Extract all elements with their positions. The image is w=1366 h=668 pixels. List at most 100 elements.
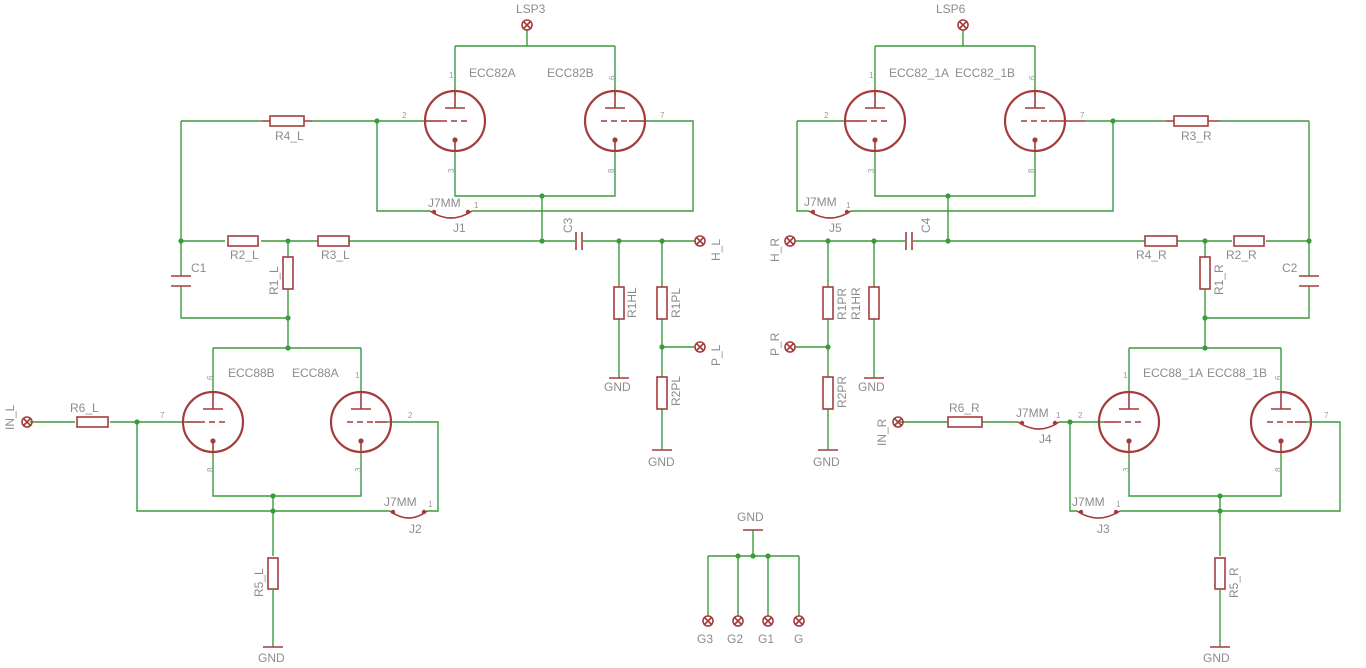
resistor-label-r5-r: R5_R [1227, 567, 1241, 598]
pin-label: 6 [1028, 75, 1037, 80]
connector-g2[interactable] [732, 615, 744, 627]
connector-label-in-l: IN_L [3, 404, 17, 430]
jumper-j3[interactable] [1076, 509, 1121, 519]
connector-g3[interactable] [702, 615, 714, 627]
tube-ecc88-1b[interactable]: 6 7 8 [1249, 375, 1329, 472]
connector-h-l[interactable] [694, 235, 706, 247]
connector-label-lsp6: LSP6 [936, 2, 966, 16]
resistor-r1-l[interactable] [282, 256, 294, 290]
resistor-label-r1pr: R1PR [835, 288, 849, 320]
connector-g[interactable] [793, 615, 805, 627]
pin-label: 1 [869, 71, 874, 80]
resistor-label-r2pr: R2PR [835, 376, 849, 408]
resistor-r2-l[interactable] [227, 235, 259, 247]
resistor-r2pr[interactable] [822, 376, 834, 410]
resistor-label-r1-r: R1_R [1212, 264, 1226, 295]
tube-label-ecc88b: ECC88B [228, 366, 275, 380]
resistor-label-r5-l: R5_L [252, 568, 266, 597]
pin-label: 7 [1080, 111, 1085, 120]
pin-label: 1 [449, 71, 454, 80]
resistor-r1pr[interactable] [822, 286, 834, 320]
resistor-r2-r[interactable] [1233, 235, 1265, 247]
pin-label: 8 [1027, 168, 1036, 173]
tube-label-ecc88a: ECC88A [292, 366, 339, 380]
pin-label: 3 [447, 168, 456, 173]
tube-ecc82-1a[interactable]: 1 2 3 [824, 71, 907, 173]
jumper-j2[interactable] [389, 509, 428, 519]
pin-label: 1 [1116, 500, 1121, 509]
pin-label: 8 [206, 467, 215, 472]
connector-lsp6[interactable] [957, 19, 969, 31]
resistor-r1-r[interactable] [1199, 256, 1211, 290]
tube-label-ecc82-1a: ECC82_1A [889, 66, 949, 80]
pin-label: 2 [402, 111, 407, 120]
pin-label: 1 [1056, 411, 1061, 420]
tube-label-ecc88-1b: ECC88_1B [1207, 366, 1267, 380]
resistor-r3-r[interactable] [1166, 115, 1220, 127]
connector-label-g: G [794, 632, 803, 646]
resistor-label-r1hr: R1HR [849, 287, 863, 320]
gnd-label: GND [858, 380, 885, 394]
resistor-label-r4-l: R4_L [275, 129, 304, 143]
resistor-r2pl[interactable] [656, 376, 668, 410]
capacitor-label-c3: C3 [561, 217, 575, 233]
resistor-r1pl[interactable] [656, 286, 668, 320]
tube-ecc88a[interactable]: 1 2 3 [329, 371, 413, 472]
tube-label-ecc82-1b: ECC82_1B [955, 66, 1015, 80]
wires [30, 30, 1341, 647]
tube-ecc82b[interactable]: 6 7 8 [583, 75, 665, 173]
pin-label: 1 [428, 500, 433, 509]
resistor-r1hr[interactable] [868, 286, 880, 320]
tube-label-ecc82a: ECC82A [469, 66, 516, 80]
connector-p-r[interactable] [784, 341, 796, 353]
pin-label: 1 [1123, 371, 1128, 380]
connector-lsp3[interactable] [521, 19, 533, 31]
connector-label-g3: G3 [697, 632, 713, 646]
capacitor-c2[interactable] [1299, 275, 1319, 287]
resistor-r4-l[interactable] [262, 115, 312, 127]
connector-in-r[interactable] [892, 416, 904, 428]
capacitor-c3[interactable] [575, 232, 583, 250]
connector-label-h-r: H_R [768, 238, 782, 262]
connector-label-p-r: P_R [768, 332, 782, 356]
resistor-r4-r[interactable] [1144, 235, 1178, 247]
resistor-r6-r[interactable] [947, 416, 983, 428]
resistor-r1hl[interactable] [613, 286, 625, 320]
connector-label-lsp3: LSP3 [516, 2, 546, 16]
capacitor-label-c4: C4 [919, 217, 933, 233]
tube-ecc82a[interactable]: 1 2 3 [402, 71, 487, 173]
jumper-j1[interactable] [429, 209, 473, 219]
connector-in-l[interactable] [21, 416, 33, 428]
resistor-label-r4-r: R4_R [1136, 248, 1167, 262]
pin-label: 2 [408, 411, 413, 420]
pin-label: 3 [1122, 467, 1131, 472]
resistor-r5-r[interactable] [1214, 557, 1226, 590]
pin-label: 6 [206, 375, 215, 380]
tube-label-ecc82b: ECC82B [547, 66, 594, 80]
tube-ecc82-1b[interactable]: 6 7 8 [1003, 75, 1085, 173]
pin-label: 6 [1274, 375, 1283, 380]
tube-ecc88b[interactable]: 6 7 8 [160, 375, 245, 472]
resistor-label-r1pl: R1PL [669, 288, 683, 318]
resistor-r5-l[interactable] [267, 557, 279, 590]
resistor-r3-l[interactable] [317, 235, 350, 247]
capacitor-c4[interactable] [905, 232, 913, 250]
pin-label: 1 [474, 201, 479, 210]
pin-label: 7 [160, 411, 165, 420]
capacitor-c1[interactable] [171, 275, 191, 287]
connector-p-l[interactable] [694, 341, 706, 353]
resistor-r6-l[interactable] [76, 416, 109, 428]
jumper-label-j2: J2 [409, 522, 422, 536]
resistor-label-r3-r: R3_R [1181, 129, 1212, 143]
junctions [134, 118, 1312, 559]
connector-g1[interactable] [762, 615, 774, 627]
connector-h-r[interactable] [784, 235, 796, 247]
pin-label: 6 [608, 75, 617, 80]
jumper-j4[interactable] [1017, 420, 1060, 430]
jumper-j5[interactable] [808, 209, 852, 219]
tube-ecc88-1a[interactable]: 1 2 3 [1078, 371, 1161, 472]
pin-label: 1 [846, 201, 851, 210]
resistor-label-r6-l: R6_L [70, 401, 99, 415]
resistor-label-r6-r: R6_R [949, 401, 980, 415]
